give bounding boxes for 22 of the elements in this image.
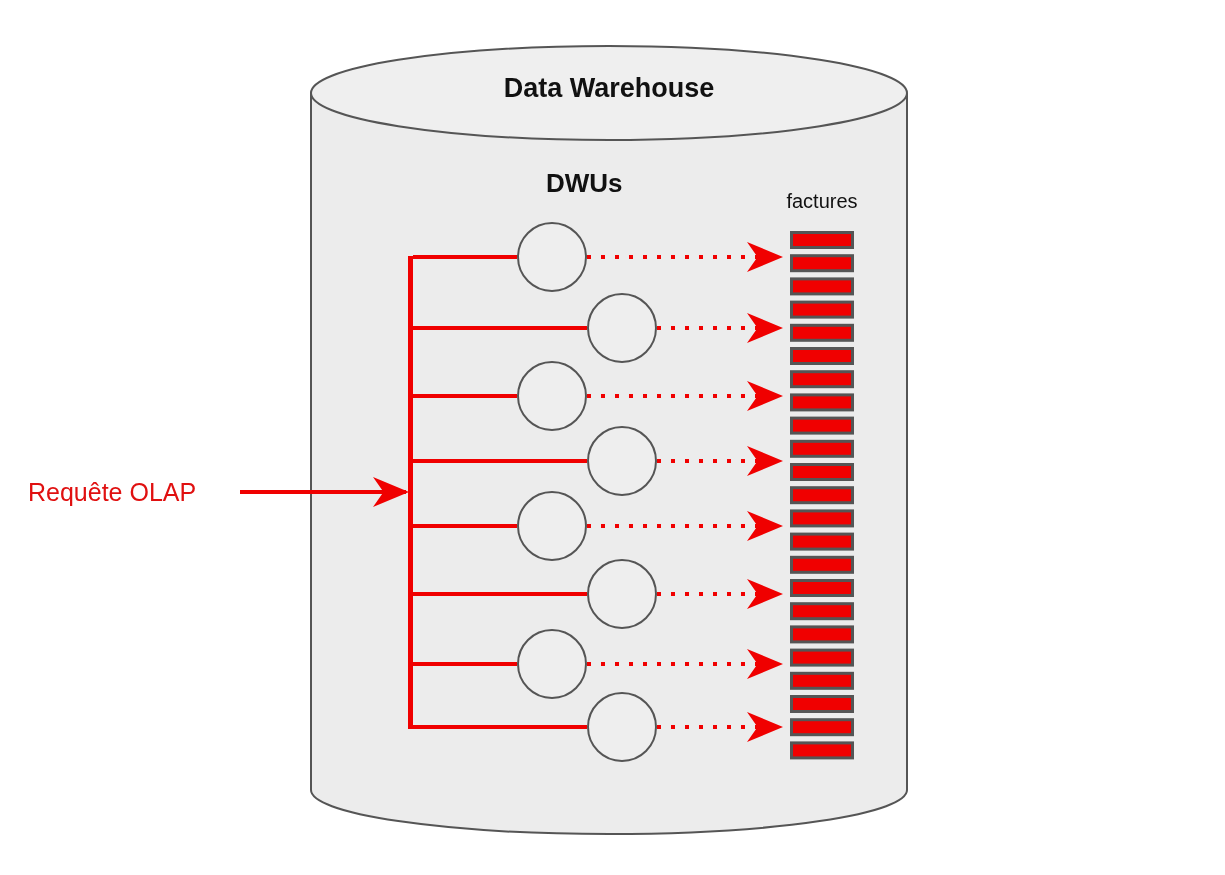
dotted-arrow xyxy=(587,381,783,411)
dotted-arrow xyxy=(587,511,783,541)
stack-label: factures xyxy=(785,189,859,214)
database-cylinder xyxy=(310,45,908,835)
dotted-arrow xyxy=(657,446,783,476)
group-label: DWUs xyxy=(546,168,623,199)
dotted-arrow xyxy=(587,242,783,272)
connector-line xyxy=(413,326,587,330)
dotted-arrow xyxy=(657,313,783,343)
connector-line xyxy=(413,662,517,666)
connector-line xyxy=(413,394,517,398)
connector-line xyxy=(413,592,587,596)
arrow xyxy=(240,477,409,507)
dotted-arrow xyxy=(657,712,783,742)
query-label: Requête OLAP xyxy=(28,470,240,514)
connector-line xyxy=(413,255,517,259)
dotted-arrow xyxy=(657,579,783,609)
connector-line xyxy=(413,459,587,463)
cylinder-title: Data Warehouse xyxy=(502,73,716,104)
connector-line xyxy=(413,524,517,528)
dotted-arrow xyxy=(587,649,783,679)
connector-line xyxy=(413,725,587,729)
